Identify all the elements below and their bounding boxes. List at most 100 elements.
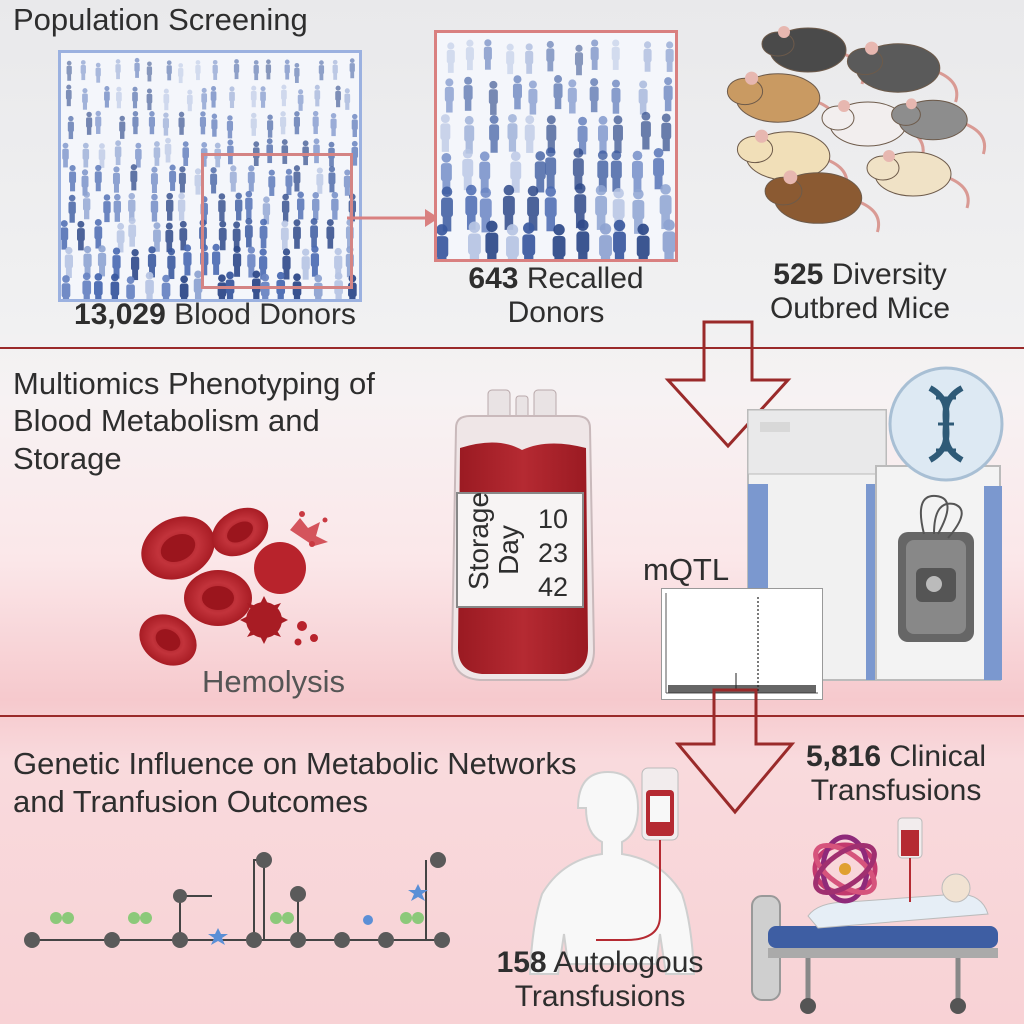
person-figure — [446, 42, 455, 73]
person-figure — [545, 147, 557, 189]
person-figure — [662, 219, 675, 259]
person-figure — [252, 270, 261, 299]
person-figure — [553, 75, 563, 110]
person-figure — [280, 111, 287, 135]
person-figure — [186, 89, 193, 112]
mass-spectrometer-icon — [747, 409, 1002, 681]
person-figure — [293, 165, 301, 192]
person-figure — [507, 113, 518, 152]
person-figure — [150, 193, 159, 222]
person-figure — [314, 84, 321, 107]
person-figure — [440, 114, 451, 152]
person-figure — [266, 138, 273, 164]
person-figure — [166, 192, 174, 221]
person-figure — [80, 60, 86, 81]
person-figure — [572, 148, 584, 190]
person-figure — [552, 224, 566, 259]
person-figure — [82, 191, 91, 220]
person-figure — [524, 115, 535, 153]
person-figure — [589, 78, 599, 113]
person-figure — [232, 245, 242, 277]
person-figure — [335, 85, 341, 108]
person-figure — [328, 166, 336, 193]
person-figure — [310, 245, 320, 277]
person-figure — [463, 76, 473, 111]
person-figure — [116, 222, 125, 253]
person-figure — [467, 221, 481, 259]
person-figure — [103, 194, 111, 223]
person-figure — [285, 168, 293, 196]
person-figure — [132, 110, 139, 135]
person-figure — [349, 58, 355, 79]
person-figure — [331, 191, 339, 220]
person-figure — [312, 110, 319, 135]
person-figure — [110, 273, 120, 299]
day-label-text: Day — [493, 525, 524, 575]
person-figure — [82, 272, 92, 299]
person-figure — [167, 247, 176, 280]
person-figure — [343, 169, 351, 196]
person-figure — [316, 167, 324, 194]
person-figure — [218, 193, 226, 222]
patient-body-icon — [528, 770, 696, 975]
person-figure — [262, 196, 271, 225]
person-figure — [663, 77, 673, 112]
person-figure — [211, 113, 218, 137]
storage-days: 10 23 42 — [538, 502, 568, 604]
person-figure — [665, 41, 674, 72]
person-figure — [293, 219, 301, 249]
mouse-figure — [846, 41, 959, 103]
person-figure — [135, 142, 142, 168]
person-figure — [212, 243, 221, 275]
person-figure — [95, 110, 102, 134]
mouse-icon — [726, 26, 987, 233]
mouse-figure — [761, 26, 865, 85]
person-figure — [351, 113, 358, 138]
person-figure — [147, 246, 157, 278]
person-figure — [119, 115, 126, 139]
person-figure — [69, 164, 77, 192]
down-arrow-icon — [674, 688, 796, 815]
crowd-icon — [434, 30, 678, 262]
mouse-figure — [726, 71, 839, 133]
person-figure — [534, 151, 546, 193]
person-figure — [61, 220, 69, 250]
person-figure — [183, 244, 192, 276]
hemolysis-label: Hemolysis — [202, 664, 345, 699]
person-figure — [115, 59, 121, 80]
person-figure — [267, 114, 274, 138]
person-figure — [250, 112, 257, 136]
person-figure — [512, 75, 522, 110]
person-figure — [296, 191, 305, 220]
person-figure — [597, 150, 609, 192]
person-figure — [260, 273, 270, 299]
person-figure — [177, 192, 186, 221]
protein-icon — [812, 834, 878, 904]
person-figure — [169, 164, 177, 191]
section-title-genetic-2: and Tranfusion Outcomes — [13, 784, 368, 819]
person-figure — [462, 148, 474, 191]
person-figure — [441, 186, 453, 232]
person-figure — [293, 111, 300, 135]
section-title-phenotyping-1: Multiomics Phenotyping of — [13, 366, 375, 401]
person-figure — [194, 168, 202, 195]
mouse-figure — [764, 170, 881, 233]
person-figure — [268, 169, 276, 196]
person-figure — [201, 87, 208, 110]
person-figure — [98, 143, 106, 168]
person-figure — [284, 59, 290, 80]
person-figure — [62, 142, 69, 168]
person-figure — [567, 79, 577, 114]
person-figure — [483, 39, 492, 70]
person-figure — [611, 39, 620, 70]
person-figure — [166, 60, 172, 81]
dna-icon — [888, 366, 1004, 482]
person-figure — [527, 185, 540, 231]
person-figure — [312, 191, 320, 220]
section-title-screening: Population Screening — [13, 2, 308, 37]
person-figure — [525, 43, 534, 74]
storage-day-value: 23 — [538, 538, 569, 568]
section-title-phenotyping-3: Storage — [13, 441, 122, 476]
storage-day-value: 10 — [538, 504, 569, 534]
